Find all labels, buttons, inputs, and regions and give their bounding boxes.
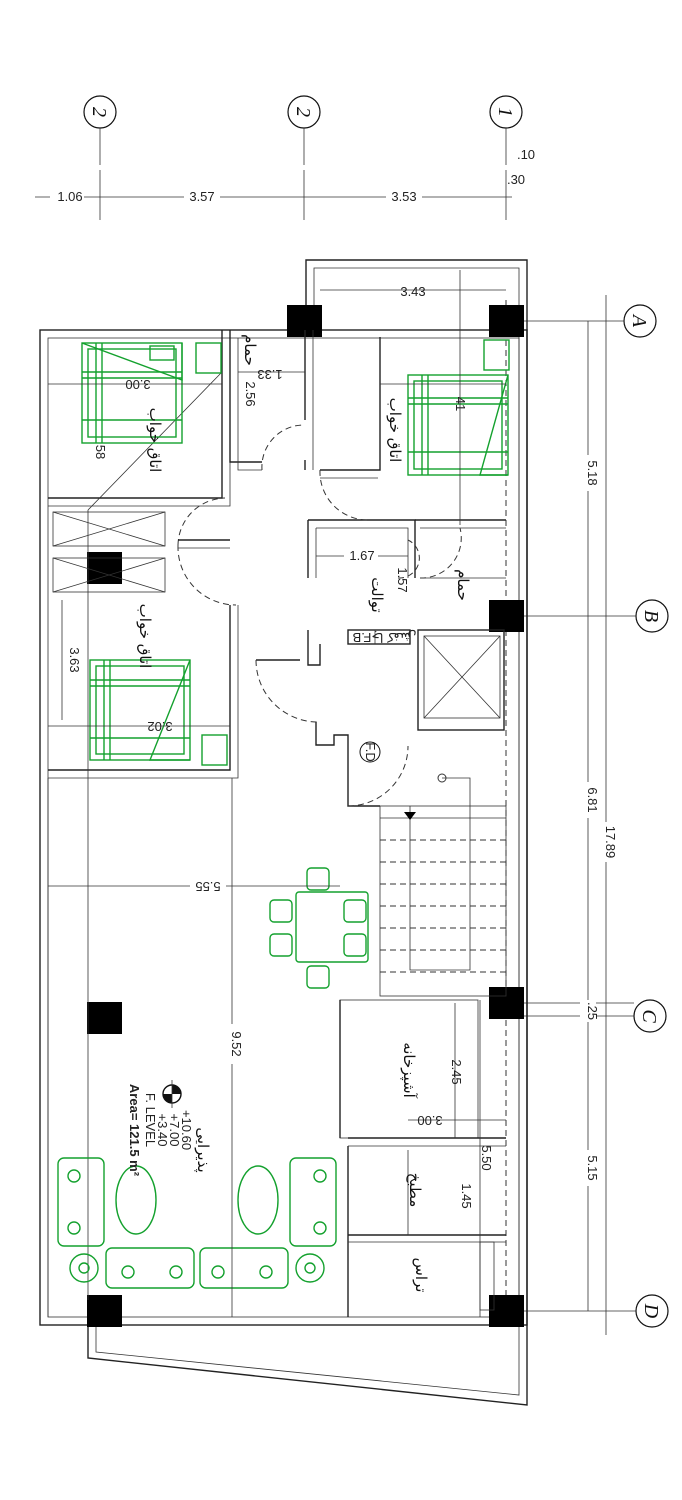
label-fd: F.D — [363, 742, 378, 762]
dim-5-15: 5.15 — [585, 1155, 600, 1180]
room-label-terrace: تراس — [412, 1258, 430, 1293]
interior-walls — [47, 330, 507, 1317]
level-value: +7.00 — [167, 1114, 182, 1147]
room-label-kitchen: مطبخ — [406, 1173, 424, 1208]
room-label-open-kitchen: آشپزخانه — [399, 1042, 418, 1098]
column — [87, 1002, 122, 1034]
fd-marker: F.D — [359, 741, 381, 763]
level-value: +3.40 — [155, 1114, 170, 1147]
dim-1-33: 1.33 — [257, 367, 282, 382]
dim-0-25: .25 — [585, 1002, 600, 1020]
axis-bubble-top-mid: 2 — [287, 95, 321, 129]
axis-bubble-A: A — [623, 304, 657, 338]
dim-41: 41 — [453, 397, 468, 411]
level-info: +10.60 +7.00 +3.40 F. LEVEL Area= 121.5 … — [127, 1084, 194, 1177]
axis-label: 2 — [88, 107, 110, 117]
column — [489, 1295, 524, 1327]
room-label-bedroom-2: اتاق خواب — [136, 604, 154, 669]
dim-5-18: 5.18 — [585, 460, 600, 485]
dim-3-53: 3.53 — [391, 189, 416, 204]
label-fb: F.B — [353, 630, 372, 645]
room-label-wc: توالت — [368, 577, 386, 612]
axis-bubble-top-right: 1 — [489, 95, 523, 129]
room-label-reception: پذیرایی — [193, 1127, 212, 1172]
column — [489, 987, 524, 1019]
level-marker — [162, 1080, 182, 1108]
dim-3-00: 3.00 — [125, 377, 150, 392]
dim-3-63: 3.63 — [67, 647, 82, 672]
column — [489, 305, 524, 337]
column — [87, 552, 122, 584]
dim-17-89: 17.89 — [603, 826, 618, 859]
column — [489, 600, 524, 632]
label-shoe-closet: جا کفش — [372, 629, 417, 645]
room-label-bedroom-1: اتاق خواب — [386, 398, 404, 463]
axis-bubble-C: C — [633, 999, 667, 1033]
dim-1-67: 1.67 — [349, 548, 374, 563]
sofa-set — [57, 1157, 337, 1289]
dining-table — [269, 867, 369, 989]
level-label: F. LEVEL — [143, 1093, 158, 1147]
columns — [87, 305, 524, 1327]
dim-3-43: 3.43 — [400, 284, 425, 299]
bed-bedroom-1 — [407, 339, 510, 476]
axis-bubble-D: D — [635, 1294, 669, 1328]
room-label-bedroom-3: اتاق خواب — [146, 408, 164, 473]
svg-text:A: A — [628, 313, 650, 328]
column — [87, 1295, 122, 1327]
dim-1-06: 1.06 — [57, 189, 82, 204]
dim-0-30: .30 — [507, 172, 525, 187]
axis-label: 2 — [292, 107, 314, 117]
dim-1-45: 1.45 — [459, 1183, 474, 1208]
dim-3-02: 3.02 — [147, 719, 172, 734]
dim-5-55: 5.55 — [195, 879, 220, 894]
axis-bubble-B: B — [635, 599, 669, 633]
dim-6-81: 6.81 — [585, 787, 600, 812]
wardrobes — [52, 371, 223, 1300]
dim-1-57: 1.57 — [395, 567, 410, 592]
door-swings — [177, 424, 462, 807]
axis-label: 1 — [494, 107, 516, 117]
dim-3-57: 3.57 — [189, 189, 214, 204]
inner-dimensions: 3.43 1.33 2.56 3.00 41 58 1.67 1.57 3.63… — [48, 270, 506, 1317]
svg-text:B: B — [640, 610, 662, 622]
level-value: +10.60 — [179, 1110, 194, 1150]
dim-2-56: 2.56 — [243, 381, 258, 406]
svg-text:C: C — [638, 1009, 660, 1023]
bed-bedroom-2 — [89, 659, 228, 766]
room-labels: حمام اتاق خواب اتاق خواب توالت حمام اتاق… — [136, 334, 472, 1292]
dim-0-10: .10 — [517, 147, 535, 162]
area-label: Area= 121.5 m² — [127, 1084, 142, 1177]
room-label-bath-1: حمام — [241, 334, 259, 366]
axis-bubble-top-left: 2 — [83, 95, 117, 129]
dim-5-50: 5.50 — [479, 1145, 494, 1170]
dim-58: 58 — [93, 445, 108, 459]
bed-bedroom-3 — [81, 342, 222, 444]
svg-text:D: D — [640, 1303, 662, 1319]
dim-2-45: 2.45 — [449, 1059, 464, 1084]
dim-3-00b: 3.00 — [417, 1113, 442, 1128]
room-label-bath-2: حمام — [454, 569, 472, 601]
outer-walls — [39, 259, 528, 1406]
dim-9-52: 9.52 — [229, 1031, 244, 1056]
